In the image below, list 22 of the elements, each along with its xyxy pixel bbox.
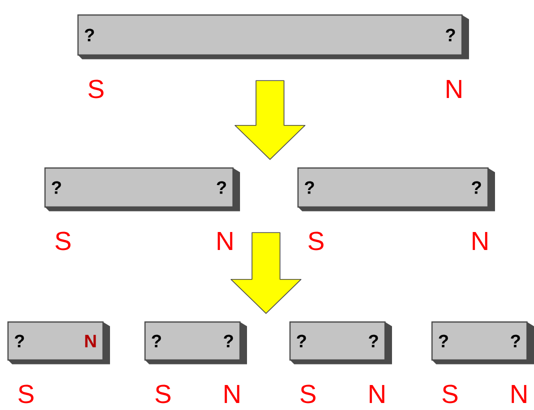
pole-label: N (446, 80, 462, 98)
pole-label: S (88, 80, 104, 98)
pole-label: N (218, 232, 232, 250)
pole-label: N (370, 385, 384, 403)
pole-label: S (300, 384, 316, 404)
pole-label: S (156, 384, 170, 404)
pole-label: S (308, 232, 324, 250)
magnet-bar: ? ? (297, 167, 495, 212)
magnet-bar: ? ? (144, 321, 247, 364)
magnet-bar: ? ? (77, 14, 469, 60)
block-arrow (230, 232, 302, 314)
pole-label: S (18, 384, 34, 404)
pole-label: N (472, 232, 488, 250)
pole-label: N (224, 385, 240, 403)
magnet-bar: ? ? (289, 321, 392, 364)
magnet-bar: ? ? (431, 321, 534, 364)
pole-label: S (56, 232, 70, 250)
pole-label: N (512, 385, 526, 403)
magnet-bar: ? N (7, 321, 110, 364)
magnet-bar: ? ? (44, 167, 240, 212)
block-arrow (234, 80, 306, 160)
pole-label: S (442, 384, 458, 404)
